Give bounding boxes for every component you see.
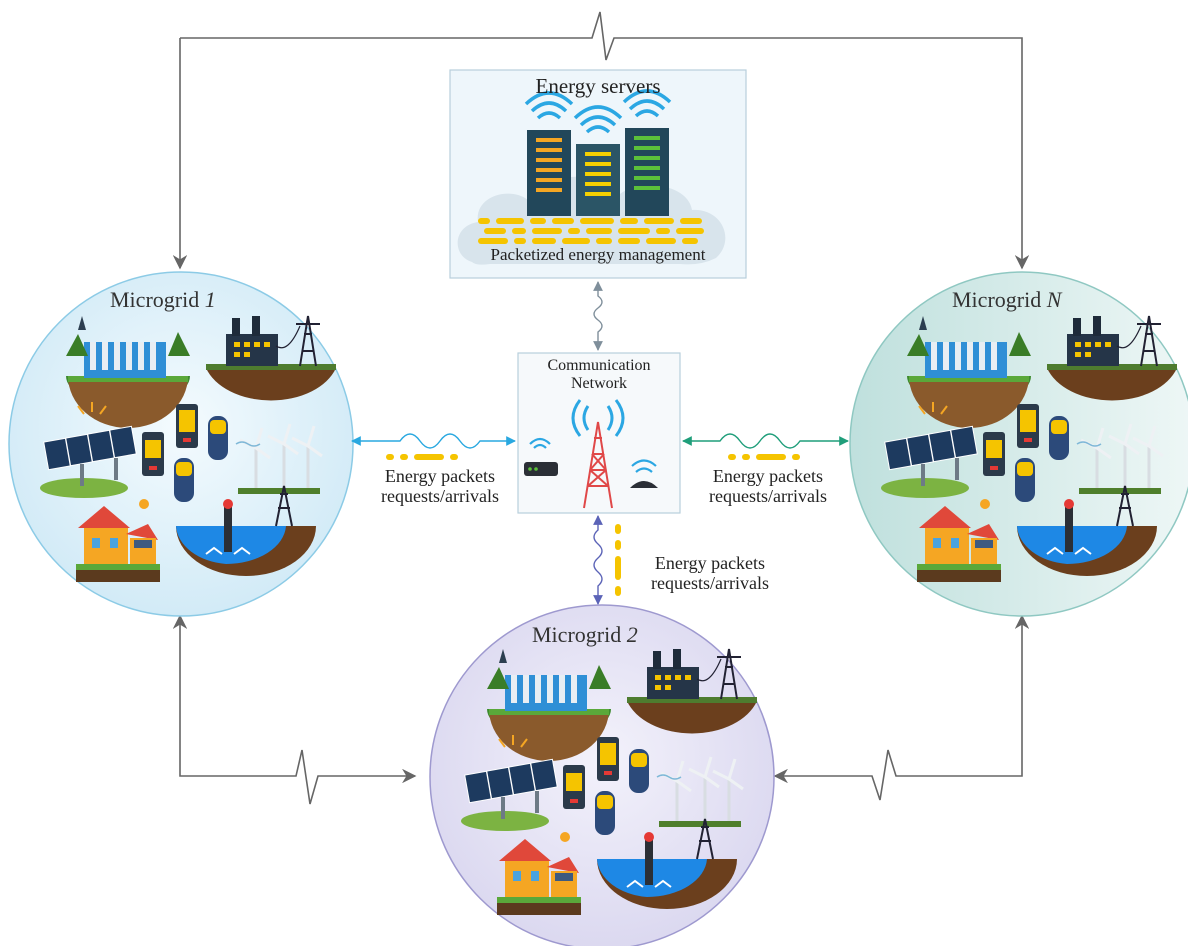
link-bottom-line2: requests/arrivals: [651, 573, 769, 593]
network-title-line2: Network: [571, 375, 627, 392]
microgrid-2-label: Microgrid 2: [532, 622, 638, 648]
control-line-bottom-left: [172, 614, 417, 805]
server-rack-icon: [527, 128, 669, 216]
link-servers-network: [593, 281, 603, 351]
microgrid-1-prefix: Microgrid: [110, 287, 205, 312]
microgrid-N-index: N: [1046, 287, 1062, 312]
link-left-line1: Energy packets: [384, 466, 496, 486]
router-icon: [524, 437, 658, 488]
link-right-line2: requests/arrivals: [709, 486, 827, 506]
packetized-energy-management-caption: Packetized energy management: [490, 245, 706, 264]
energy-servers-title: Energy servers: [535, 74, 661, 98]
link-right-label: Energy packets requests/arrivals: [688, 466, 848, 506]
link-left-line2: requests/arrivals: [381, 486, 499, 506]
wifi-icon: [571, 399, 625, 437]
microgrid-N: [849, 271, 1188, 617]
microgrid-1: [8, 271, 354, 617]
link-right-line1: Energy packets: [712, 466, 824, 486]
microgrid-2-prefix: Microgrid: [532, 622, 627, 647]
communication-network-title: Communication Network: [518, 357, 680, 393]
control-links: [172, 11, 1030, 805]
microgrid-2-index: 2: [626, 622, 638, 647]
link-bottom-line1: Energy packets: [654, 553, 766, 573]
control-line-top: [180, 11, 1030, 270]
microgrid-1-index: 1: [204, 287, 216, 312]
link-left-label: Energy packets requests/arrivals: [360, 466, 520, 506]
microgrid-2: [429, 604, 775, 946]
wifi-icon: [524, 89, 672, 134]
link-mg1-network: [351, 433, 516, 449]
network-title-line1: Communication: [547, 357, 651, 374]
microgrid-N-label: Microgrid N: [952, 287, 1061, 313]
cell-tower-icon: [583, 421, 613, 509]
control-line-bottom-right: [773, 614, 1030, 801]
microgrid-N-prefix: Microgrid: [952, 287, 1047, 312]
energy-servers-panel: [449, 69, 747, 279]
link-mgN-network: [682, 433, 849, 449]
communication-network-panel: [517, 352, 681, 514]
link-bottom-label: Energy packets requests/arrivals: [640, 553, 780, 593]
link-mg2-network: [593, 515, 603, 605]
microgrid-1-label: Microgrid 1: [110, 287, 216, 313]
packet-stream: [478, 218, 704, 244]
packet-markers: [386, 454, 800, 596]
